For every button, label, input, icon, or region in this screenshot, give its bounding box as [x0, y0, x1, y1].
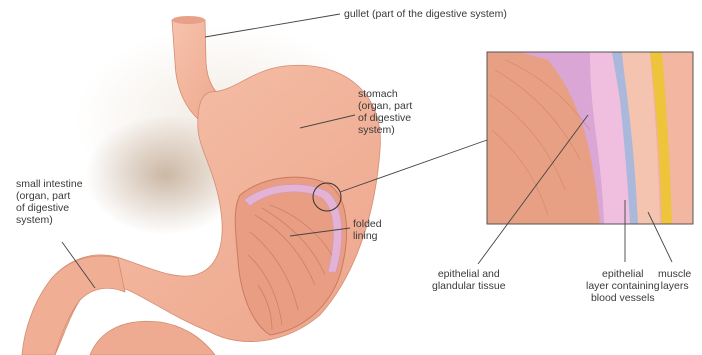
- gullet-opening: [172, 16, 205, 24]
- label-epithelial-glandular-line: epithelial and: [432, 268, 506, 280]
- label-muscle-layers-line: muscle: [658, 268, 691, 280]
- label-epithelial-glandular-line: glandular tissue: [432, 280, 506, 292]
- label-epithelial-layer: epithelial layer containing blood vessel…: [586, 268, 660, 304]
- label-stomach-line: of digestive: [358, 112, 412, 124]
- label-folded-lining-line: folded: [353, 218, 382, 230]
- label-stomach-line: stomach: [358, 88, 412, 100]
- label-small-intestine: small intestine (organ, part of digestiv…: [16, 178, 83, 226]
- label-stomach: stomach (organ, part of digestive system…: [358, 88, 412, 136]
- label-folded-lining-line: lining: [353, 230, 382, 242]
- label-small-intestine-line: system): [16, 214, 83, 226]
- label-stomach-line: system): [358, 124, 412, 136]
- label-gullet-line: gullet (part of the digestive system): [344, 8, 507, 20]
- label-small-intestine-line: (organ, part: [16, 190, 83, 202]
- label-epithelial-layer-line: epithelial: [586, 268, 660, 280]
- wall-section-inset: [487, 52, 693, 224]
- label-muscle-layers: muscle layers: [658, 268, 691, 292]
- label-gullet: gullet (part of the digestive system): [344, 8, 507, 20]
- label-small-intestine-line: small intestine: [16, 178, 83, 190]
- label-muscle-layers-line: layers: [658, 280, 691, 292]
- label-folded-lining: folded lining: [353, 218, 382, 242]
- label-stomach-line: (organ, part: [358, 100, 412, 112]
- label-epithelial-layer-line: blood vessels: [586, 292, 660, 304]
- label-epithelial-glandular: epithelial and glandular tissue: [432, 268, 506, 292]
- label-small-intestine-line: of digestive: [16, 202, 83, 214]
- label-epithelial-layer-line: layer containing: [586, 280, 660, 292]
